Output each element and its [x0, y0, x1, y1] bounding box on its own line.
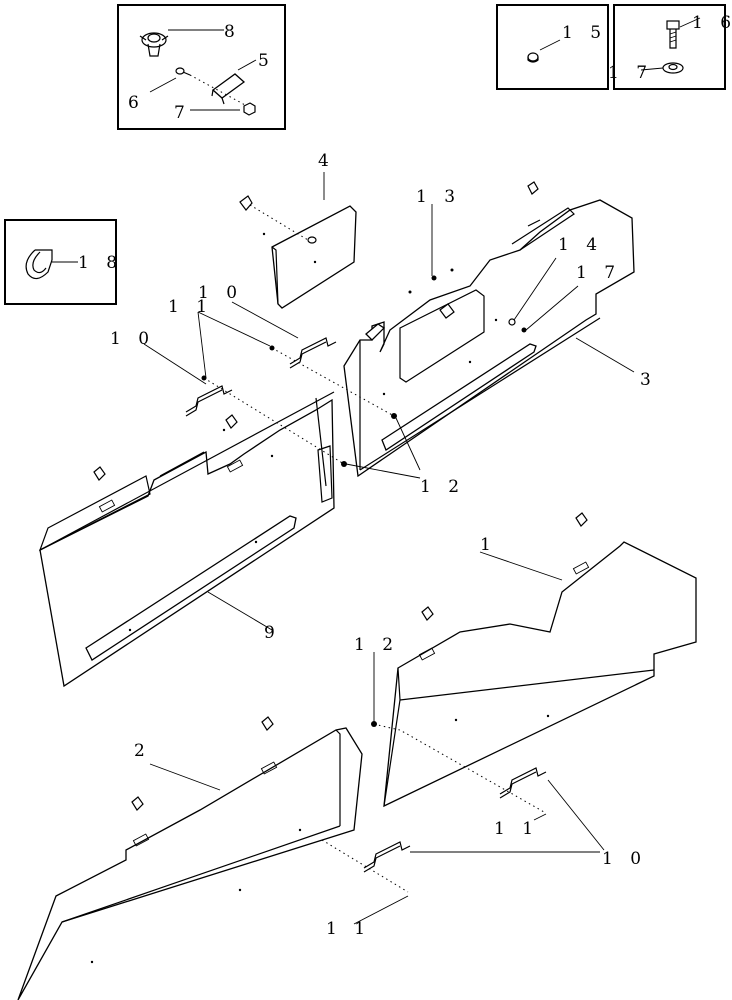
callout-16: 1 6	[692, 13, 732, 33]
cover-plate-4	[239, 195, 357, 309]
callout-10-upper: 1 0	[198, 283, 243, 303]
fastener-icon	[421, 606, 434, 621]
clip-icon	[365, 323, 386, 341]
callout-3: 3	[640, 370, 657, 390]
callout-17-inset: 1 7	[608, 63, 653, 83]
inset-box-clip-18	[4, 219, 117, 305]
clip-icon	[211, 73, 246, 105]
inset-box-bolt-nut-16-17	[613, 4, 726, 90]
flange-nut-icon	[662, 62, 684, 74]
callout-15: 1 5	[562, 23, 607, 43]
callout-14: 1 4	[558, 235, 603, 255]
callout-2: 2	[134, 741, 151, 761]
fastener-icon	[225, 414, 238, 429]
callout-13: 1 3	[416, 187, 461, 207]
callout-7: 7	[174, 103, 191, 123]
callout-11-lower: 1 1	[326, 919, 371, 939]
fastener-icon	[131, 796, 144, 811]
plug-icon	[527, 52, 539, 63]
callout-11-right: 1 1	[494, 819, 539, 839]
callout-1: 1	[480, 535, 497, 555]
bracket-icon	[499, 767, 547, 799]
grommet-icon	[139, 32, 169, 57]
bracket-icon	[289, 337, 337, 369]
fastener-icon	[527, 181, 539, 195]
callout-8: 8	[224, 22, 241, 42]
shield-panel-2	[17, 716, 411, 1000]
callout-18: 1 8	[78, 253, 123, 273]
shield-panel-9	[38, 337, 397, 688]
callout-6: 6	[128, 93, 145, 113]
nut-icon	[243, 102, 256, 116]
leader-lines	[143, 172, 635, 925]
spring-clip-icon	[25, 249, 53, 280]
callout-11-upper: 1 1	[168, 297, 213, 317]
inset-box-plug-15	[496, 4, 609, 90]
callout-4: 4	[318, 151, 335, 171]
callout-10-left: 1 0	[110, 329, 155, 349]
fastener-icon	[261, 716, 274, 731]
bracket-icon	[363, 841, 411, 873]
fastener-icon	[239, 195, 253, 211]
fastener-icon	[575, 512, 588, 527]
callout-12-lower: 1 2	[354, 635, 399, 655]
shield-panel-3	[343, 181, 635, 478]
bracket-icon	[185, 385, 233, 417]
callout-labels: 8 5 6 7 1 5 1 6 1 7 1 8 4 1 3 1 4 1 7 3 …	[78, 13, 732, 939]
fastener-icon	[93, 466, 106, 481]
callout-10-lower: 1 0	[602, 849, 647, 869]
bolt-icon	[666, 20, 680, 49]
callout-17: 1 7	[576, 263, 621, 283]
screw-icon	[175, 67, 191, 76]
inset-box-hardware-5-8	[117, 4, 286, 130]
callout-12-upper: 1 2	[420, 477, 465, 497]
callout-9: 9	[264, 623, 281, 643]
callout-5: 5	[258, 51, 275, 71]
shield-panel-1	[371, 512, 697, 813]
